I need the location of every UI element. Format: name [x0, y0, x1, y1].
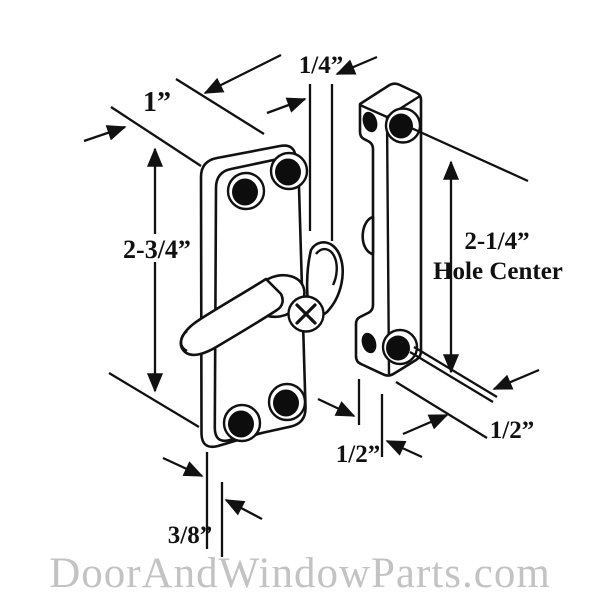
arrow [203, 53, 282, 95]
strike-plate-drawing [354, 82, 423, 377]
arrow [385, 439, 423, 459]
screw-hole [362, 111, 378, 133]
arrow [162, 456, 204, 478]
arrow [317, 397, 356, 418]
dim-label-hole-center-caption: Hole Center [433, 258, 563, 285]
latch-screw-holes [222, 151, 309, 443]
screw-hole [386, 335, 410, 361]
dim-plate-height: 2-3/4” [108, 147, 200, 428]
watermark-text: DoorAndWindowParts.com [49, 550, 551, 597]
extension-line [110, 106, 202, 167]
dim-label-strike-width: 1/2” [336, 441, 380, 468]
leader-line [408, 125, 529, 183]
dim-strike-offset-right: 1/2” [395, 368, 540, 444]
dim-plate-depth: 3/8” [162, 452, 263, 557]
dim-label-plate-thickness: 1/4” [299, 52, 343, 79]
extension-line [395, 381, 488, 439]
dim-label-plate-width: 1” [143, 87, 171, 118]
strike-front-side-divider [385, 116, 391, 375]
dim-label-strike-offset: 1/2” [490, 417, 534, 444]
dim-label-plate-height: 2-3/4” [123, 235, 191, 264]
screw-hole [232, 178, 258, 206]
arrow [266, 97, 307, 115]
dim-label-plate-depth: 3/8” [168, 522, 212, 549]
keeper-notch [361, 215, 375, 256]
screw-hole [275, 158, 301, 186]
dim-hole-center: 2-1/4” Hole Center [408, 125, 563, 403]
screw-hole [389, 113, 413, 139]
extension-line [175, 78, 265, 135]
arrow [335, 55, 378, 76]
phillips-screw-icon [295, 303, 317, 325]
screw-hole [361, 332, 377, 354]
lever-tip-edge [179, 330, 188, 353]
leader-line [413, 346, 498, 398]
arrow [492, 368, 540, 391]
dim-strike-width-left: 1/2” [317, 379, 423, 468]
dim-label-hole-center-value: 2-1/4” [464, 228, 529, 255]
arrow [83, 125, 127, 143]
latch-hook-inner-edge [315, 247, 338, 286]
screw-hole [228, 410, 254, 438]
screw-hole [273, 389, 299, 417]
dim-plate-width: 1” [83, 53, 282, 167]
strike-screw-holes [361, 107, 422, 366]
dim-plate-thickness: 1/4” [266, 52, 378, 241]
lever-handle [179, 277, 284, 357]
arrow [224, 498, 263, 521]
leader-line [409, 351, 494, 403]
extension-line [108, 372, 200, 428]
arrow [402, 413, 449, 436]
latch-body-drawing [179, 144, 344, 449]
